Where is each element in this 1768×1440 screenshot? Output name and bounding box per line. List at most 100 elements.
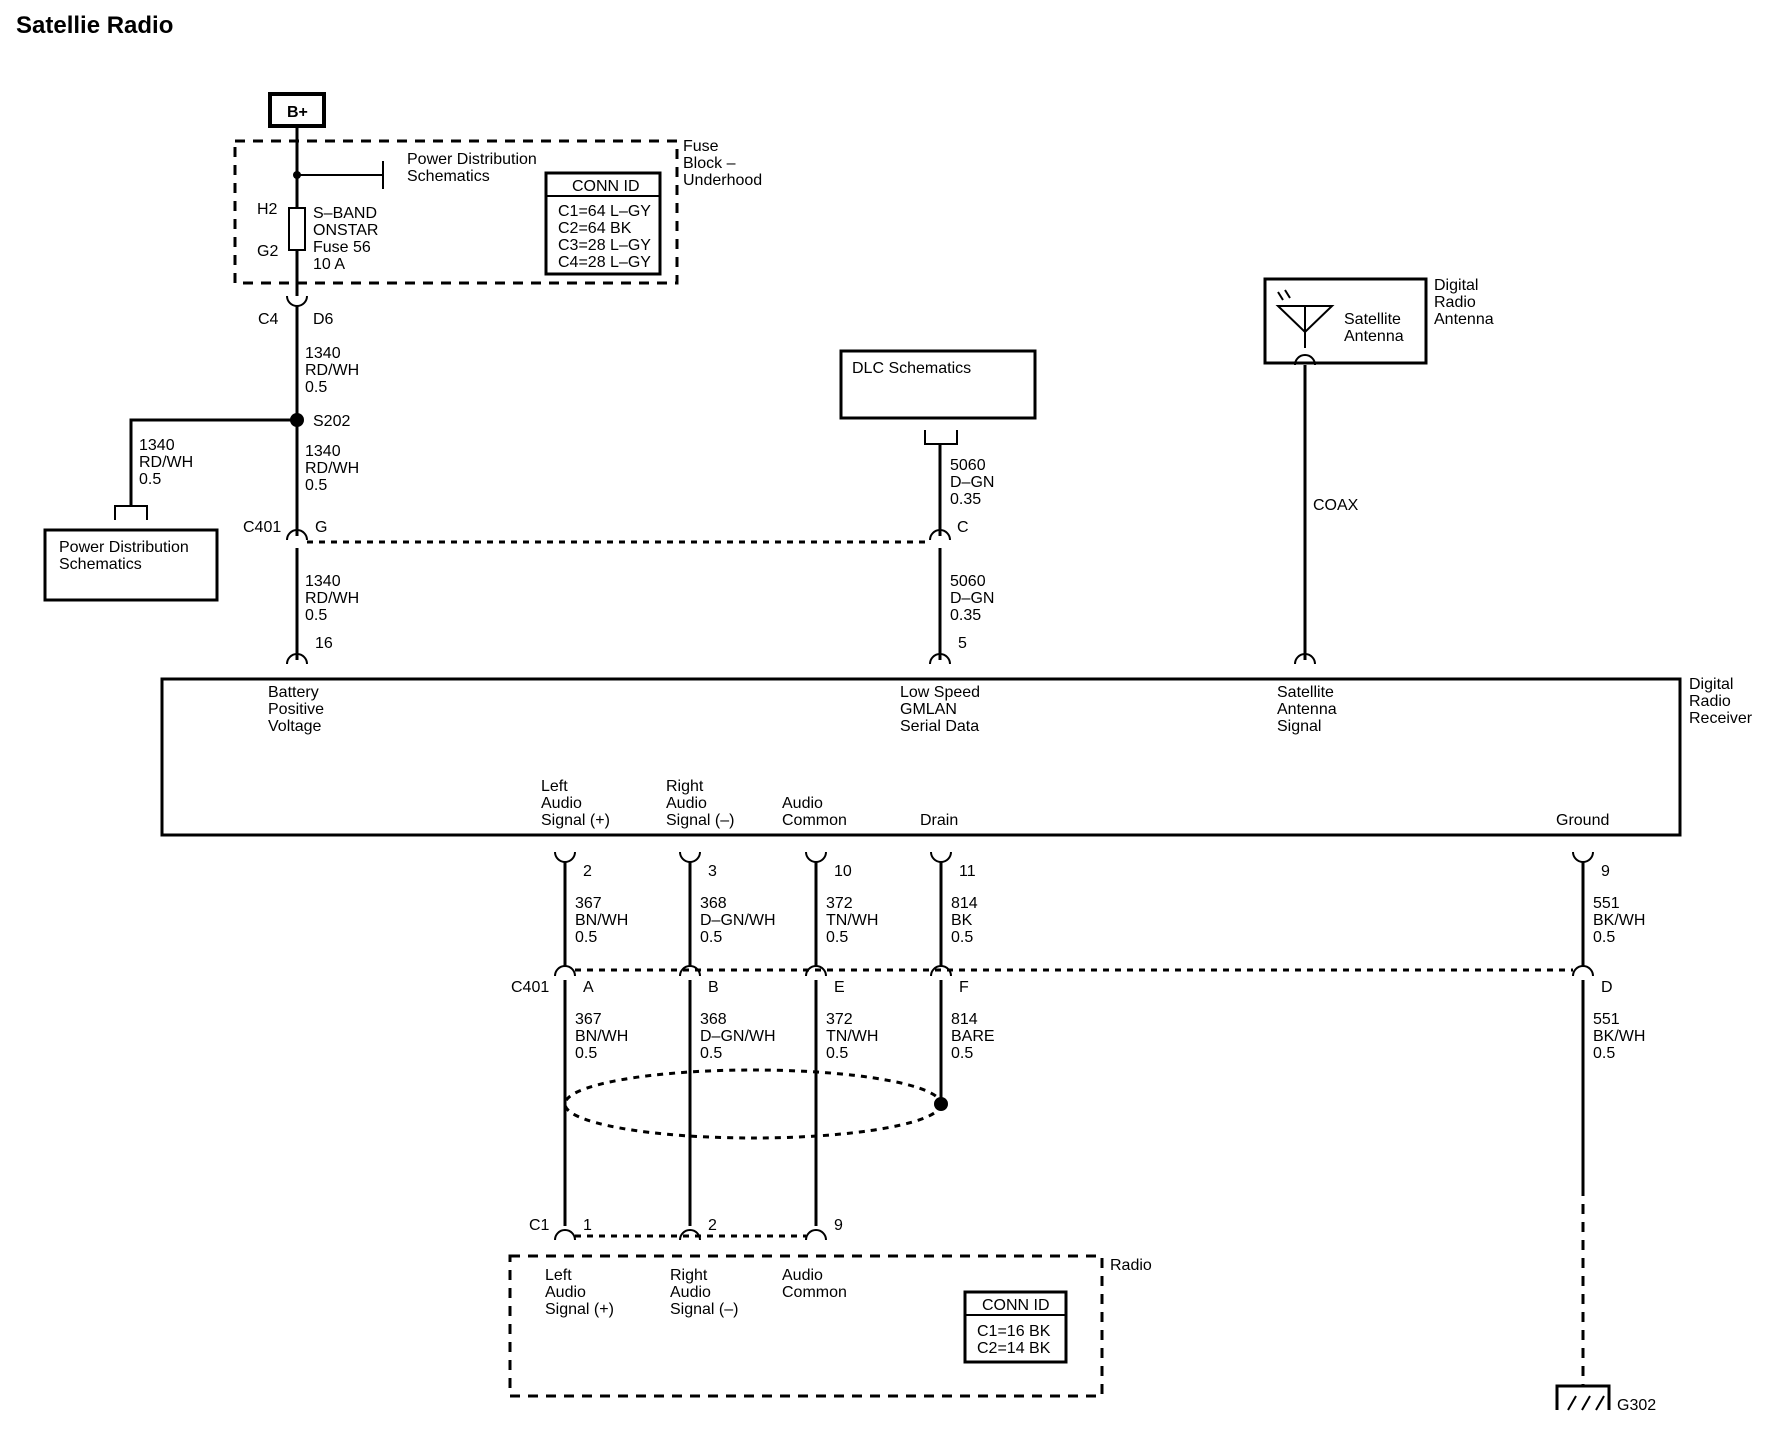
receiver-right-audio-1: Right [666,778,704,795]
wire-372-upper-circuit: 372 [826,895,853,912]
c1-pin-9-connector [805,1229,827,1241]
c401-pin-b: B [708,979,719,996]
c4-connector [286,295,308,307]
wire-1340-b-size: 0.5 [305,477,327,494]
c1-pin-2: 2 [708,1217,717,1234]
wire-1340-a-color: RD/WH [305,362,359,379]
fuse-g2: G2 [257,243,278,260]
antenna-inner-label-1: Satellite [1344,311,1401,328]
sat-signal-label-3: Signal [1277,718,1321,735]
fuse-block-label-3: Underhood [683,172,762,189]
wire-551-lower-circuit: 551 [1593,1011,1620,1028]
pds-box-label-1: Power Distribution [59,539,189,556]
gmlan-label-2: GMLAN [900,701,957,718]
wire-5060-a-size: 0.35 [950,491,981,508]
pin-16-connector [286,653,308,665]
wire-1340-a-circuit: 1340 [305,345,341,362]
c401-g-connector [286,529,308,541]
dlc-connector [924,430,958,445]
receiver-drain: Drain [920,812,958,829]
wire-368-upper-color: D–GN/WH [700,912,776,929]
c1-label: C1 [529,1217,550,1234]
receiver-right-audio-3: Signal (–) [666,812,734,829]
signal-icon [1277,289,1291,301]
pin-2-connector [554,851,576,863]
wire-368-upper-circuit: 368 [700,895,727,912]
wire-814-lower-circuit: 814 [951,1011,978,1028]
wire-372-upper-size: 0.5 [826,929,848,946]
radio-right-audio-3: Signal (–) [670,1301,738,1318]
battery-positive-voltage-2: Positive [268,701,324,718]
wire-5060-a-circuit: 5060 [950,457,986,474]
wire-367-lower-circuit: 367 [575,1011,602,1028]
c401-a-connector [554,965,576,977]
digital-radio-receiver [160,677,1682,837]
radio-conn-id-1: C1=16 BK [977,1323,1051,1340]
satellite-antenna-box [1263,277,1428,365]
fuse-block-underhood [233,139,679,285]
fuse-block-conn-id-4: C4=28 L–GY [558,254,651,271]
dlc-schematics-box [839,349,1037,420]
wire-372-lower-size: 0.5 [826,1045,848,1062]
wire-368-upper-size: 0.5 [700,929,722,946]
c401-e-connector [805,965,827,977]
radio-label: Radio [1110,1257,1152,1274]
c4-label: C4 [258,311,279,328]
receiver-left-audio-3: Signal (+) [541,812,610,829]
receiver-ground: Ground [1556,812,1609,829]
radio-left-audio-1: Left [545,1267,572,1284]
fuse-block-conn-id-1: C1=64 L–GY [558,203,651,220]
d6-pin: D6 [313,311,334,328]
pin-2: 2 [583,863,592,880]
pin-5: 5 [958,635,967,652]
fuse-h2: H2 [257,201,278,218]
radio-left-audio-3: Signal (+) [545,1301,614,1318]
c401-pin-d: D [1601,979,1613,996]
ground-icon [1555,1384,1611,1410]
fuse-block-conn-id-box [544,171,662,276]
wire-1340-left-circuit: 1340 [139,437,175,454]
antenna-outer-label-2: Radio [1434,294,1476,311]
c401-pin-e: E [834,979,845,996]
pds-box-connector [114,505,148,520]
fuse-block-conn-id-title: CONN ID [572,178,640,195]
g302-label: G302 [1617,1397,1656,1414]
pin-3: 3 [708,863,717,880]
wire-551-upper-color: BK/WH [1593,912,1645,929]
fuse-label-4: 10 A [313,256,345,273]
pds-ref-label-1: Power Distribution [407,151,537,168]
wire-1340-b-color: RD/WH [305,460,359,477]
fuse-label-3: Fuse 56 [313,239,371,256]
receiver-audio-common-2: Common [782,812,847,829]
wire-1340-branch [129,418,297,506]
wire-368-lower-size: 0.5 [700,1045,722,1062]
receiver-right-audio-2: Audio [666,795,707,812]
pin-10-connector [805,851,827,863]
wire-814-lower-color: BARE [951,1028,995,1045]
radio-left-audio-2: Audio [545,1284,586,1301]
c401-pin-a: A [583,979,594,996]
power-distribution-schematics-box [43,528,219,602]
wire-551-lower-size: 0.5 [1593,1045,1615,1062]
receiver-label-1: Digital [1689,676,1733,693]
receiver-label-2: Radio [1689,693,1731,710]
gmlan-label-3: Serial Data [900,718,979,735]
radio-right-audio-2: Audio [670,1284,711,1301]
wire-367-lower-size: 0.5 [575,1045,597,1062]
pds-ref-label-2: Schematics [407,168,490,185]
c401-b-connector [679,965,701,977]
c1-pin-9: 9 [834,1217,843,1234]
radio-conn-id-2: C2=14 BK [977,1340,1051,1357]
wire-5060-b-size: 0.35 [950,607,981,624]
antenna-connector [1294,354,1316,366]
wire-814-upper-circuit: 814 [951,895,978,912]
battery-positive-voltage-3: Voltage [268,718,321,735]
wire-1340-a-size: 0.5 [305,379,327,396]
c1-pin-1: 1 [583,1217,592,1234]
s202-label: S202 [313,413,350,430]
receiver-left-audio-1: Left [541,778,568,795]
antenna-inner-label-2: Antenna [1344,328,1404,345]
wire-367-lower-color: BN/WH [575,1028,628,1045]
pin-16: 16 [315,635,333,652]
wire-367-upper-size: 0.5 [575,929,597,946]
